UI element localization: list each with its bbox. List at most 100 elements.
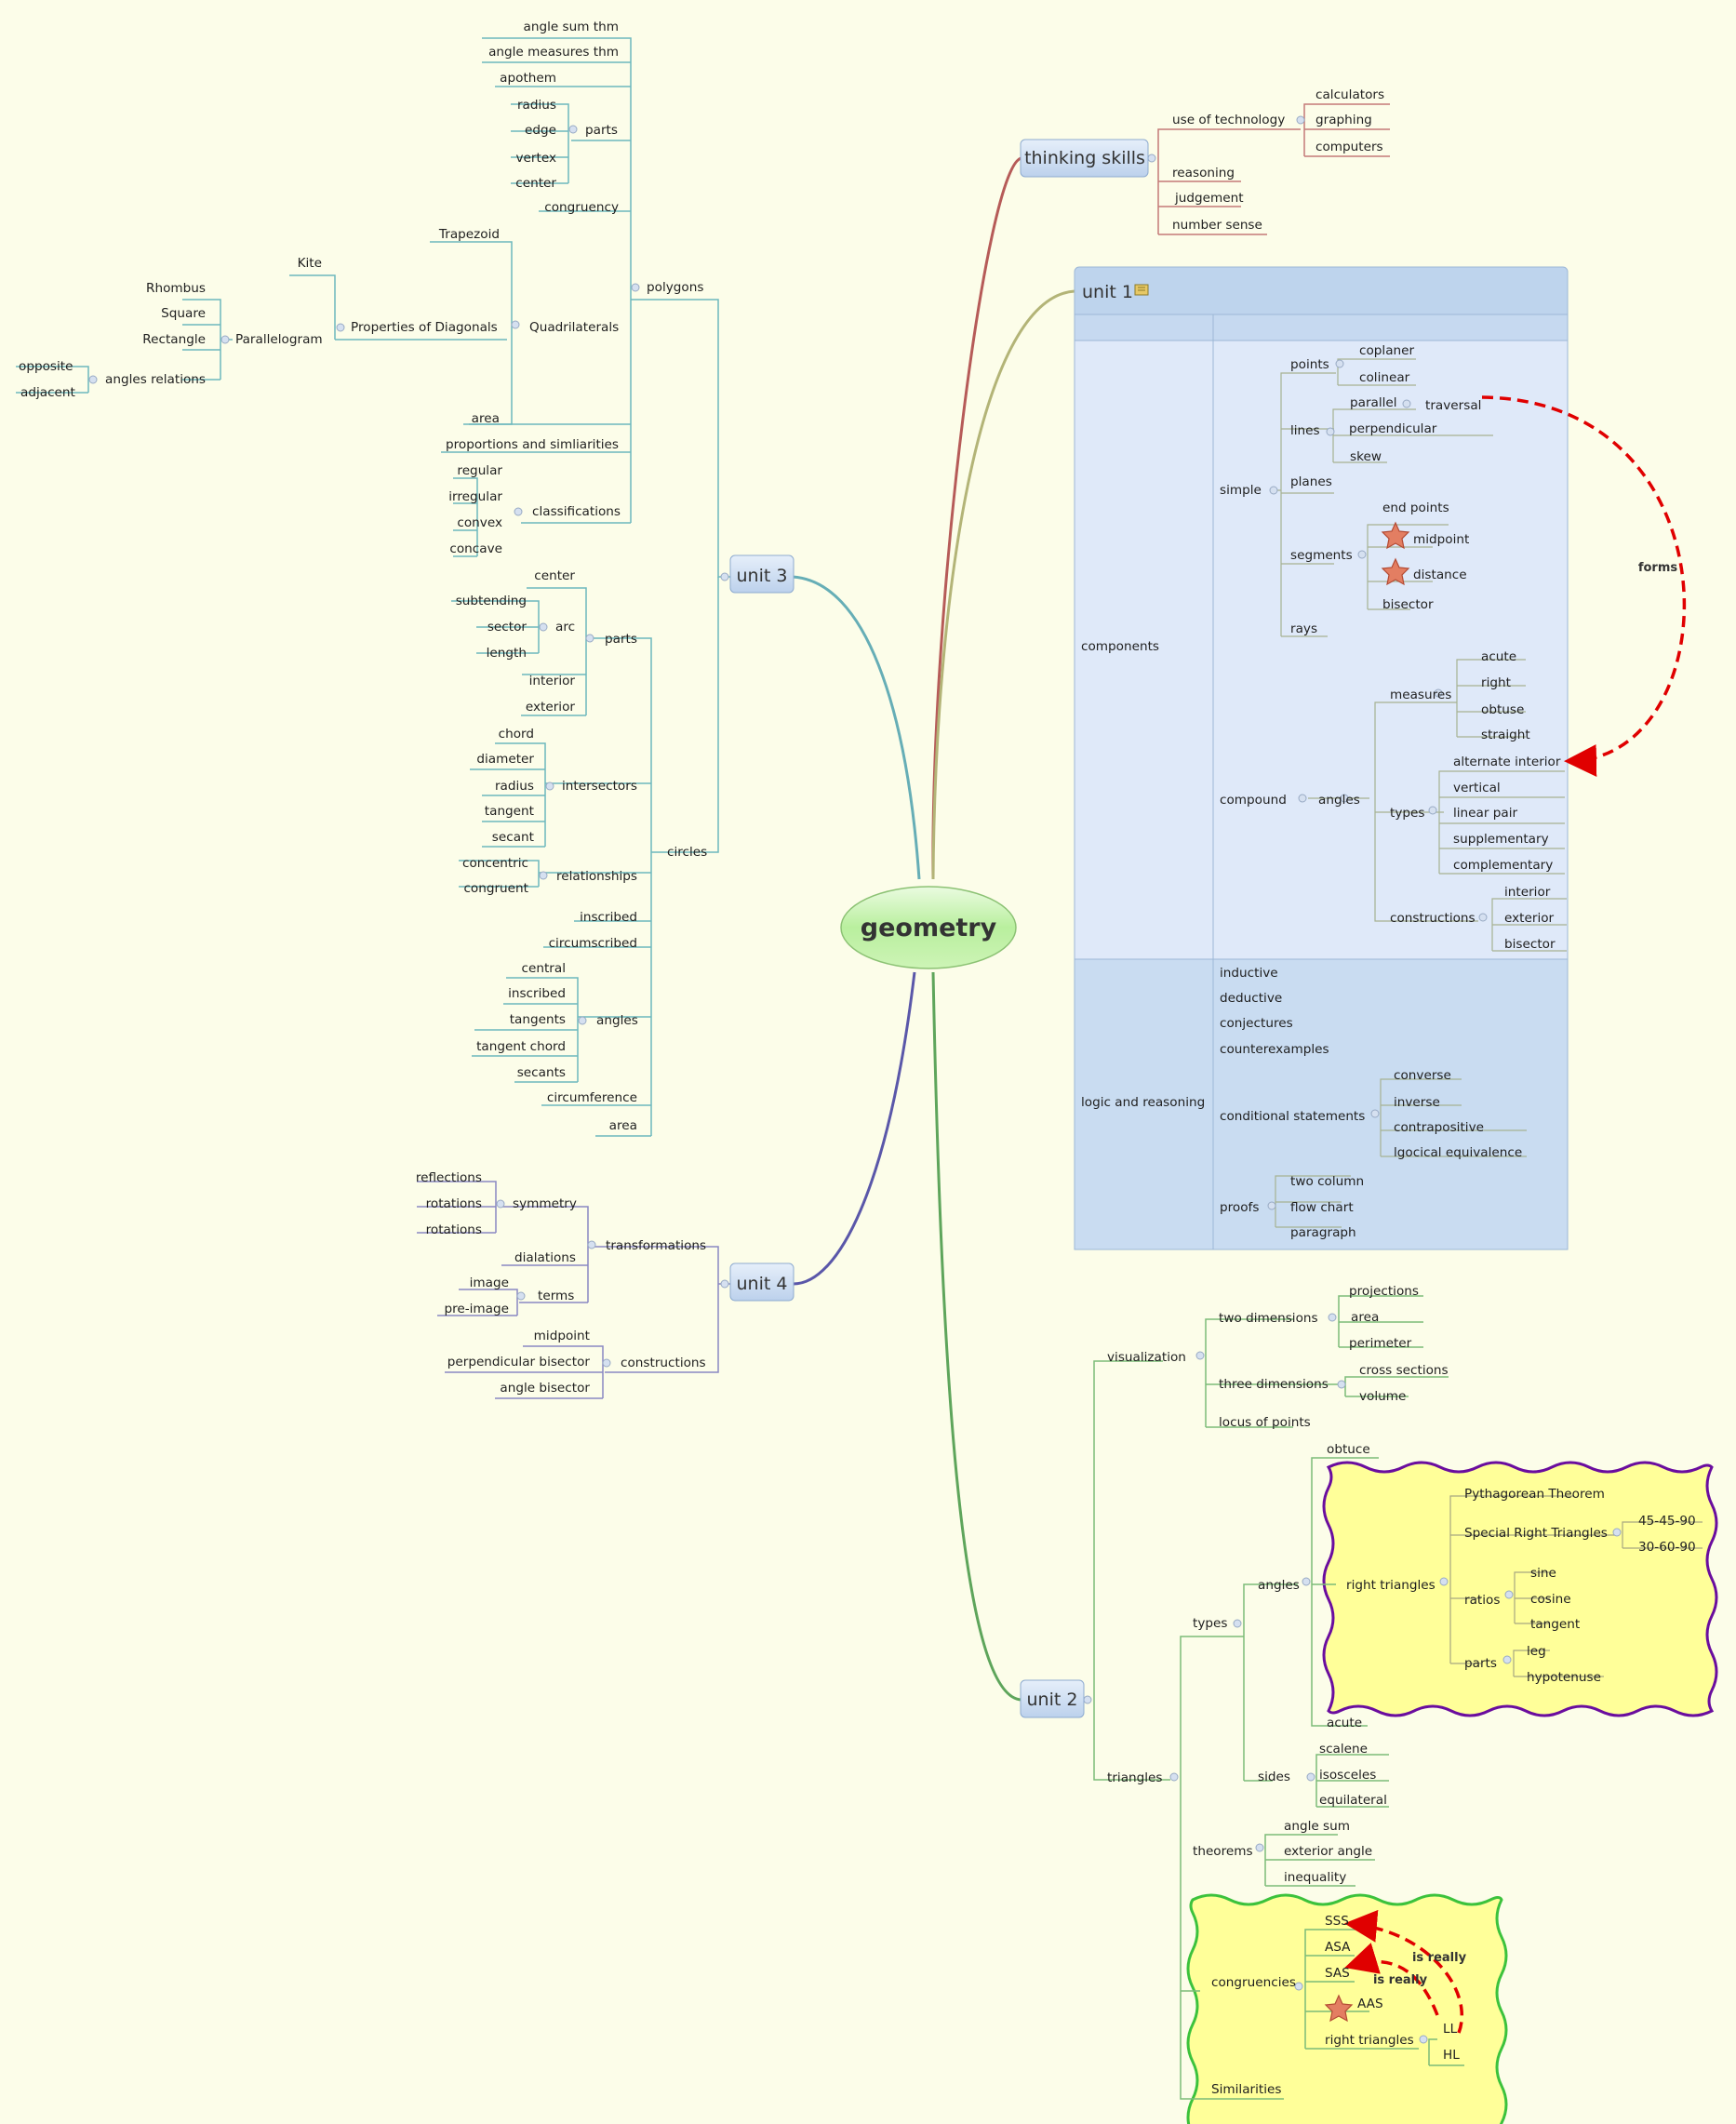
node-items-1[interactable]: HL bbox=[1443, 2048, 1460, 2063]
node-items-1[interactable]: diameter bbox=[476, 752, 534, 767]
node-triangles-label[interactable]: triangles bbox=[1107, 1770, 1163, 1785]
node-classifications-label[interactable]: classifications bbox=[532, 504, 621, 519]
node-items-2[interactable]: tangents bbox=[510, 1012, 566, 1027]
node-angles-obtuce[interactable]: obtuce bbox=[1327, 1442, 1370, 1457]
node-constructions-label[interactable]: constructions bbox=[1390, 911, 1476, 926]
node-angles-label[interactable]: angles bbox=[596, 1013, 638, 1028]
node-items-3[interactable]: counterexamples bbox=[1220, 1042, 1329, 1057]
node-conditional-label[interactable]: conditional statements bbox=[1220, 1109, 1365, 1124]
node-items-2[interactable]: vertex bbox=[516, 151, 557, 166]
node-items-0[interactable]: reasoning bbox=[1172, 166, 1235, 180]
node-items-2[interactable]: obtuse bbox=[1481, 702, 1524, 717]
node-items-2[interactable]: Rectangle bbox=[142, 332, 206, 347]
node-transformations-dialations[interactable]: dialations bbox=[514, 1250, 576, 1265]
topic-unit-2[interactable]: unit 2 bbox=[1027, 1690, 1078, 1710]
node-items-4[interactable]: area bbox=[472, 411, 500, 426]
node-components-label[interactable]: components bbox=[1081, 639, 1159, 654]
node-items-1[interactable]: interior bbox=[529, 674, 576, 688]
node-items-0[interactable]: coplaner bbox=[1359, 343, 1415, 358]
node-items-2[interactable]: equilateral bbox=[1319, 1793, 1387, 1808]
node-measures-label[interactable]: measures bbox=[1390, 688, 1451, 702]
node-quadrilaterals-label[interactable]: Quadrilaterals bbox=[529, 320, 619, 335]
node-items-0[interactable]: cross sections bbox=[1359, 1363, 1449, 1378]
node-terms-label[interactable]: terms bbox=[538, 1289, 574, 1303]
node-items-0[interactable]: SSS bbox=[1325, 1914, 1349, 1929]
node-items-2[interactable]: SAS bbox=[1325, 1966, 1350, 1981]
node-diagonals-label[interactable]: Properties of Diagonals bbox=[351, 320, 498, 335]
node-right-label[interactable]: right triangles bbox=[1325, 2033, 1414, 2048]
node-items-3[interactable]: area bbox=[609, 1118, 637, 1133]
node-items-1[interactable]: 30-60-90 bbox=[1638, 1540, 1696, 1555]
node-items-1[interactable]: isosceles bbox=[1319, 1768, 1376, 1783]
node-sides-label[interactable]: sides bbox=[1258, 1770, 1290, 1784]
node-items-1[interactable]: exterior angle bbox=[1284, 1844, 1372, 1859]
node-right-pythagorean[interactable]: Pythagorean Theorem bbox=[1464, 1487, 1605, 1502]
node-items-1[interactable]: rotations bbox=[426, 1196, 482, 1211]
node-items-4[interactable]: secant bbox=[492, 830, 534, 845]
node-items-2[interactable]: length bbox=[487, 646, 527, 661]
node-constructions-label[interactable]: constructions bbox=[621, 1356, 706, 1370]
node-items-1[interactable]: area bbox=[1351, 1310, 1379, 1325]
node-proofs-label[interactable]: proofs bbox=[1220, 1200, 1259, 1215]
node-items-3[interactable]: lgocical equivalence bbox=[1394, 1145, 1522, 1160]
node-items-1[interactable]: flow chart bbox=[1290, 1200, 1354, 1215]
node-items-0[interactable]: regular bbox=[457, 463, 502, 478]
node-angles-label[interactable]: angles bbox=[1258, 1578, 1300, 1593]
node-parts-label[interactable]: parts bbox=[585, 123, 618, 138]
node-lines-label[interactable]: lines bbox=[1290, 423, 1320, 438]
node-special-label[interactable]: Special Right Triangles bbox=[1464, 1526, 1608, 1541]
node-items-2[interactable]: computers bbox=[1315, 140, 1383, 154]
node-compound-label[interactable]: compound bbox=[1220, 793, 1287, 808]
node-items-0[interactable]: angle sum bbox=[1284, 1819, 1350, 1834]
node-items-2[interactable]: inequality bbox=[1284, 1870, 1346, 1885]
node-items-0[interactable]: image bbox=[470, 1276, 509, 1290]
node-items-1[interactable]: perpendicular bisector bbox=[447, 1355, 591, 1369]
node-logic-label[interactable]: logic and reasoning bbox=[1081, 1095, 1205, 1110]
node-points-label[interactable]: points bbox=[1290, 357, 1329, 372]
node-items-1[interactable]: skew bbox=[1350, 449, 1382, 464]
node-angles_relations-label[interactable]: angles relations bbox=[105, 372, 206, 387]
topic-unit-1[interactable]: unit 1 bbox=[1082, 282, 1133, 302]
node-items-1[interactable]: hypotenuse bbox=[1527, 1670, 1601, 1685]
node-items-2[interactable]: perimeter bbox=[1349, 1336, 1412, 1351]
node-parts-label[interactable]: parts bbox=[1464, 1656, 1497, 1671]
topic-unit-3[interactable]: unit 3 bbox=[737, 566, 788, 586]
node-arc-label[interactable]: arc bbox=[555, 620, 575, 635]
node-items-3[interactable]: tangent chord bbox=[476, 1039, 566, 1054]
node-relationships-label[interactable]: relationships bbox=[556, 869, 637, 884]
node-items-0[interactable]: inductive bbox=[1220, 966, 1278, 981]
node-items-0[interactable]: leg bbox=[1527, 1644, 1546, 1659]
node-items-1[interactable]: graphing bbox=[1315, 113, 1372, 127]
node-items-4[interactable]: complementary bbox=[1453, 858, 1553, 873]
node-items-0[interactable]: center bbox=[534, 568, 575, 583]
node-items-1[interactable]: colinear bbox=[1359, 370, 1410, 385]
node-items-1[interactable]: inverse bbox=[1394, 1095, 1440, 1110]
node-items-2[interactable]: circumference bbox=[547, 1090, 637, 1105]
node-simple-label[interactable]: simple bbox=[1220, 483, 1262, 498]
node-items-1[interactable]: congruent bbox=[463, 881, 528, 896]
node-items-0[interactable]: reflections bbox=[416, 1170, 482, 1185]
node-items-0[interactable]: end points bbox=[1382, 501, 1449, 515]
node-items-1[interactable]: circumscribed bbox=[549, 936, 637, 951]
node-two-label[interactable]: two dimensions bbox=[1219, 1311, 1318, 1326]
node-items-2[interactable]: bisector bbox=[1504, 937, 1556, 952]
node-simple-planes[interactable]: planes bbox=[1290, 474, 1332, 489]
node-items-4[interactable]: secants bbox=[517, 1065, 566, 1080]
node-items-0[interactable]: calculators bbox=[1315, 87, 1384, 102]
node-symmetry-label[interactable]: symmetry bbox=[513, 1196, 577, 1211]
node-theorems-label[interactable]: theorems bbox=[1193, 1844, 1253, 1859]
node-items-0[interactable]: alternate interior bbox=[1453, 755, 1561, 769]
node-items-0[interactable]: 45-45-90 bbox=[1638, 1514, 1696, 1529]
node-items-2[interactable]: radius bbox=[495, 779, 534, 794]
node-parts-label[interactable]: parts bbox=[605, 632, 637, 647]
node-items-2[interactable]: angle bisector bbox=[500, 1381, 590, 1396]
node-items-1[interactable]: exterior bbox=[1504, 911, 1555, 926]
node-items-0[interactable]: acute bbox=[1481, 649, 1516, 664]
node-polygons-label[interactable]: polygons bbox=[647, 280, 703, 295]
node-lines-traversal[interactable]: traversal bbox=[1425, 398, 1481, 413]
node-items-3[interactable]: AAS bbox=[1357, 1997, 1383, 2011]
node-types-label[interactable]: types bbox=[1390, 806, 1424, 821]
node-angles-acute[interactable]: acute bbox=[1327, 1716, 1362, 1730]
node-items-1[interactable]: Square bbox=[161, 306, 206, 321]
node-items-3[interactable]: congruency bbox=[544, 200, 619, 215]
